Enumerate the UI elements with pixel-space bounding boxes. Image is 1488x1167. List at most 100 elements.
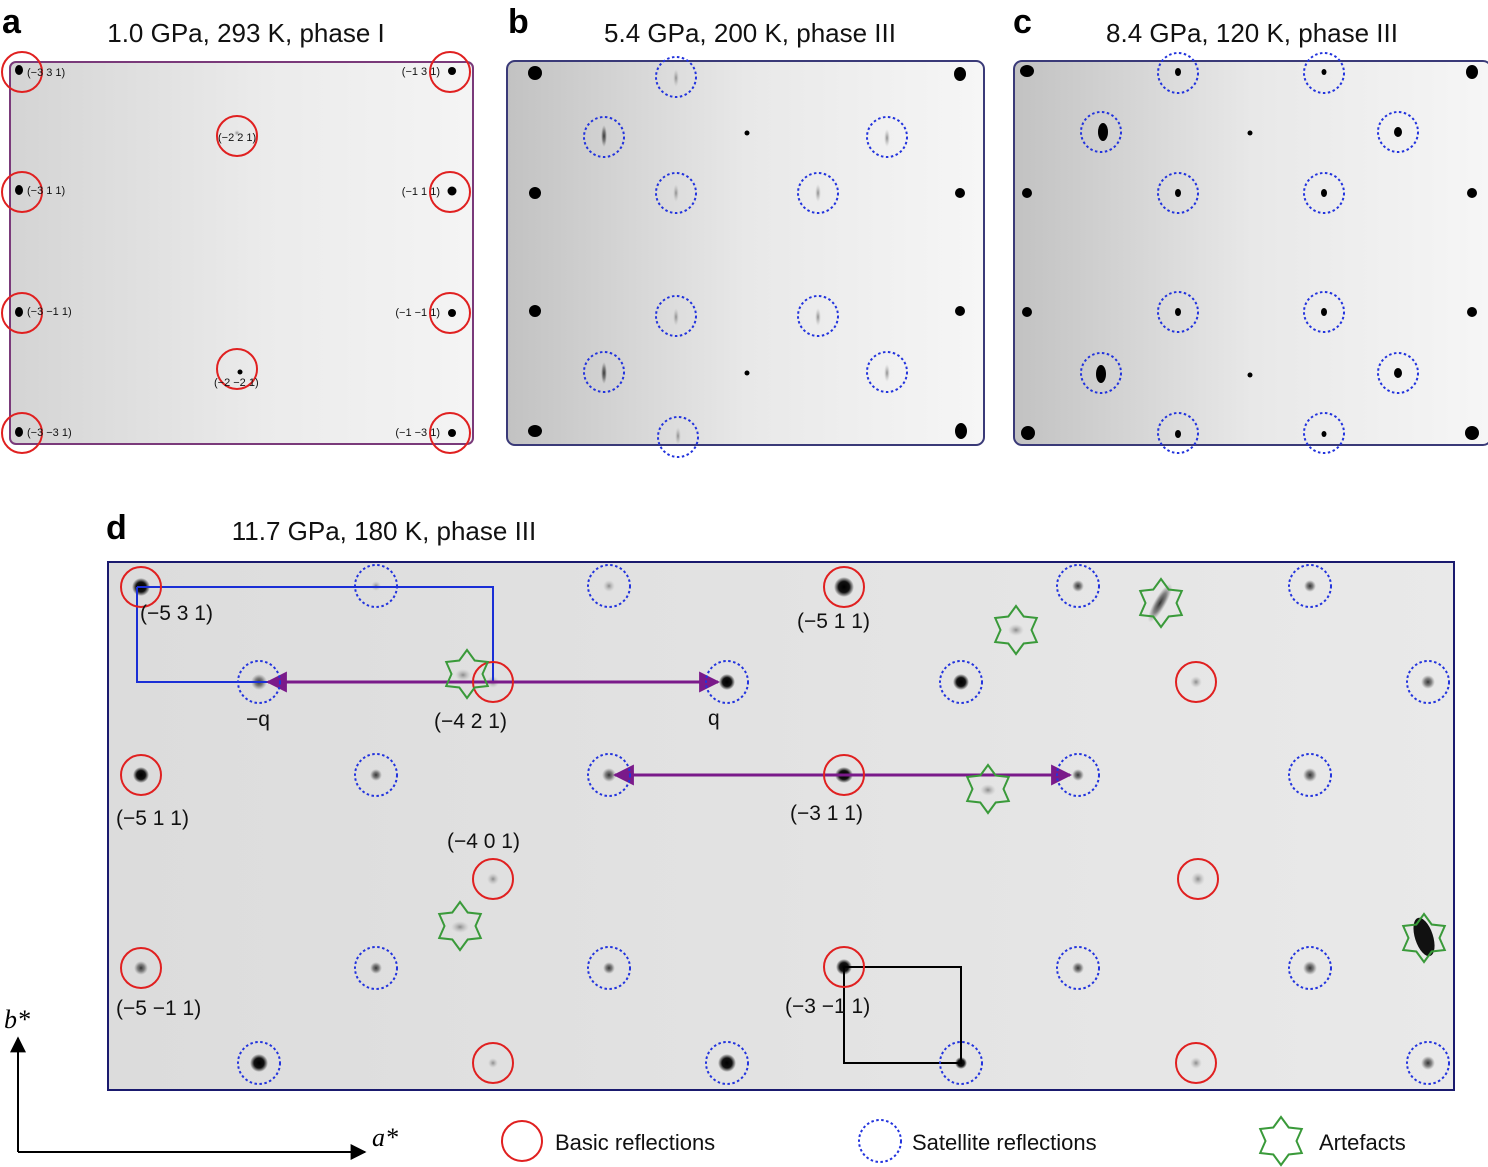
basic-reflection-marker <box>216 115 258 157</box>
legend-artefact-swatch <box>1258 1115 1304 1167</box>
diffraction-spot <box>1304 580 1316 592</box>
reflection-label: (−3 1 1) <box>27 185 65 197</box>
satellite-reflection-marker <box>237 1041 281 1085</box>
diffraction-spot <box>370 769 382 781</box>
a-star-axis-label: a* <box>372 1123 398 1152</box>
diffraction-spot <box>15 185 23 195</box>
legend-artefact-label: Artefacts <box>1319 1130 1406 1155</box>
satellite-reflection-marker <box>237 660 281 704</box>
satellite-reflection-marker <box>1303 412 1345 454</box>
panel-b: b 5.4 GPa, 200 K, phase III <box>506 3 985 458</box>
diffraction-spot <box>528 66 542 80</box>
diffraction-spot <box>1096 365 1106 383</box>
artefact-marker <box>444 648 490 700</box>
basic-reflection-marker <box>472 858 514 900</box>
diffraction-spot <box>15 65 23 75</box>
diffraction-spot <box>133 767 149 783</box>
satellite-reflection-marker <box>655 295 697 337</box>
diffraction-spot <box>1175 68 1181 76</box>
reflection-label: (−1 −1 1) <box>395 307 440 319</box>
basic-reflection-marker <box>429 412 471 454</box>
basic-reflection-marker <box>1175 661 1217 703</box>
satellite-reflection-marker <box>1288 753 1332 797</box>
reflection-label: (−1 3 1) <box>402 66 440 78</box>
reflection-label: (−5 −1 1) <box>116 997 201 1020</box>
panel-b-title: 5.4 GPa, 200 K, phase III <box>604 18 896 48</box>
panel-a-detector-frame <box>9 61 474 445</box>
diffraction-spot <box>815 184 821 202</box>
diffraction-spot <box>448 429 456 437</box>
diffraction-spot <box>1303 768 1317 782</box>
legend-basic-swatch <box>501 1120 543 1162</box>
q-label: q <box>708 707 720 730</box>
diffraction-spot <box>1175 308 1181 316</box>
basic-reflection-marker <box>429 171 471 213</box>
diffraction-spot <box>1190 1057 1202 1069</box>
legend-satellite-label: Satellite reflections <box>912 1130 1097 1155</box>
reflection-label: (−2 2 1) <box>218 132 256 144</box>
satellite-reflection-marker <box>587 564 631 608</box>
diffraction-spot <box>719 674 735 690</box>
basic-reflection-marker <box>1 51 43 93</box>
satellite-reflection-marker <box>1157 412 1199 454</box>
panel-d-basic-markers <box>120 566 1219 1084</box>
artefact-marker <box>993 604 1039 656</box>
panel-c-satellite-markers <box>1080 52 1419 454</box>
satellite-reflection-marker <box>1080 352 1122 394</box>
diffraction-spot <box>955 423 967 439</box>
basic-reflection-marker <box>429 51 471 93</box>
reflection-label: (−5 3 1) <box>140 602 213 625</box>
diffraction-spot <box>1394 127 1402 137</box>
diffraction-spot <box>673 69 679 87</box>
panel-a: a 1.0 GPa, 293 K, phase I <box>1 3 474 454</box>
satellite-reflection-marker <box>705 660 749 704</box>
diffraction-spot <box>1413 917 1435 957</box>
satellite-reflection-marker <box>354 946 398 990</box>
q-label-negative: −q <box>246 708 270 731</box>
satellite-reflection-marker <box>1303 52 1345 94</box>
basic-reflection-marker <box>1175 1042 1217 1084</box>
basic-reflection-marker <box>823 946 865 988</box>
diffraction-spot <box>884 129 890 147</box>
diffraction-spot <box>1421 675 1435 689</box>
diffraction-spot <box>603 580 615 592</box>
diffraction-spot <box>455 669 471 681</box>
panel-d-satellite-markers <box>237 564 1450 1085</box>
diffraction-spot <box>834 577 854 597</box>
satellite-reflection-marker <box>1288 946 1332 990</box>
reflection-label: (−1 −3 1) <box>395 427 440 439</box>
panel-a-labels: (−3 3 1) (−1 3 1) (−2 2 1) (−3 1 1) (−1 … <box>27 66 440 439</box>
diffraction-spot <box>1321 69 1327 75</box>
satellite-reflection-marker <box>587 946 631 990</box>
diffraction-spot <box>1321 308 1327 316</box>
b-star-axis-label: b* <box>4 1005 30 1034</box>
panel-a-basic-markers <box>1 51 471 454</box>
diffraction-spot <box>529 187 541 199</box>
diffraction-spot <box>718 1054 736 1072</box>
basic-reflection-marker <box>1 292 43 334</box>
panel-c: c 8.4 GPa, 120 K, phase III <box>1013 3 1488 454</box>
diffraction-spot <box>529 305 541 317</box>
basic-reflection-marker <box>823 754 865 796</box>
panel-b-detector-frame <box>506 60 985 446</box>
satellite-reflection-marker <box>797 172 839 214</box>
satellite-reflection-marker <box>705 1041 749 1085</box>
diffraction-spot <box>1072 962 1084 974</box>
diffraction-spot <box>1467 307 1477 317</box>
satellite-reflection-marker <box>1157 52 1199 94</box>
diffraction-spot <box>1321 431 1327 437</box>
legend-basic-label: Basic reflections <box>555 1130 715 1155</box>
diffraction-spot <box>744 370 750 376</box>
legend-satellite-swatch <box>858 1119 902 1163</box>
basic-reflection-marker <box>120 566 162 608</box>
diffraction-spot <box>675 427 681 445</box>
panel-d-artefact-markers <box>437 577 1447 964</box>
diffraction-spot <box>1147 583 1173 623</box>
diffraction-spot <box>134 961 148 975</box>
diffraction-spot <box>953 674 969 690</box>
basic-reflection-marker <box>823 566 865 608</box>
diffraction-spot <box>1466 65 1478 79</box>
satellite-reflection-marker <box>1056 753 1100 797</box>
panel-a-letter: a <box>2 3 22 41</box>
diffraction-spot <box>451 921 469 933</box>
